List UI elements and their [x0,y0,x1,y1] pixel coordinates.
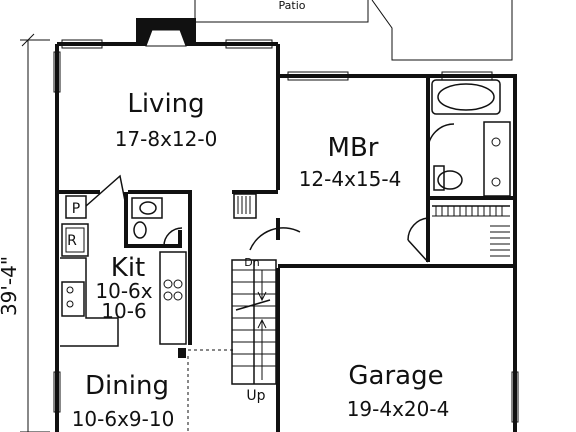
refrigerator-label: R [67,233,77,249]
living-room-name: Living [127,89,204,119]
pantry-label: P [72,201,80,217]
stairs: Dn Up [231,256,277,404]
pantry: P [65,174,127,219]
windows [53,39,519,423]
overall-depth-label: 39'-4" [0,256,21,316]
kitchen-dimensions-line2: 10-6 [101,299,146,323]
coat-closet [233,193,301,251]
master-bath [427,79,511,197]
garage-name: Garage [348,361,443,391]
dining-room-dimensions: 10-6x9-10 [72,407,175,431]
overall-dimension: 39'-4" [0,33,50,432]
kitchen-name: Kit [111,253,145,283]
mbr-door [407,239,429,263]
refrigerator: R [61,223,89,257]
dining-room-name: Dining [85,371,169,401]
half-bath [131,197,183,247]
patio-label: Patio [279,0,306,12]
garage-dimensions: 19-4x20-4 [347,397,450,421]
master-bedroom-name: MBr [328,133,379,163]
kitchen-dimensions-line1: 10-6x [95,279,152,303]
master-closet [432,205,510,257]
living-room-dimensions: 17-8x12-0 [115,127,218,151]
fireplace [136,18,196,47]
mbr-door-swing [407,217,429,241]
patio: Patio [194,0,513,61]
interior-walls [57,76,515,345]
master-bedroom-dimensions: 12-4x15-4 [299,167,402,191]
stair-up-label: Up [246,388,265,404]
kitchen-counters [60,251,187,358]
stair-down-label: Dn [244,256,259,269]
post [178,348,186,358]
